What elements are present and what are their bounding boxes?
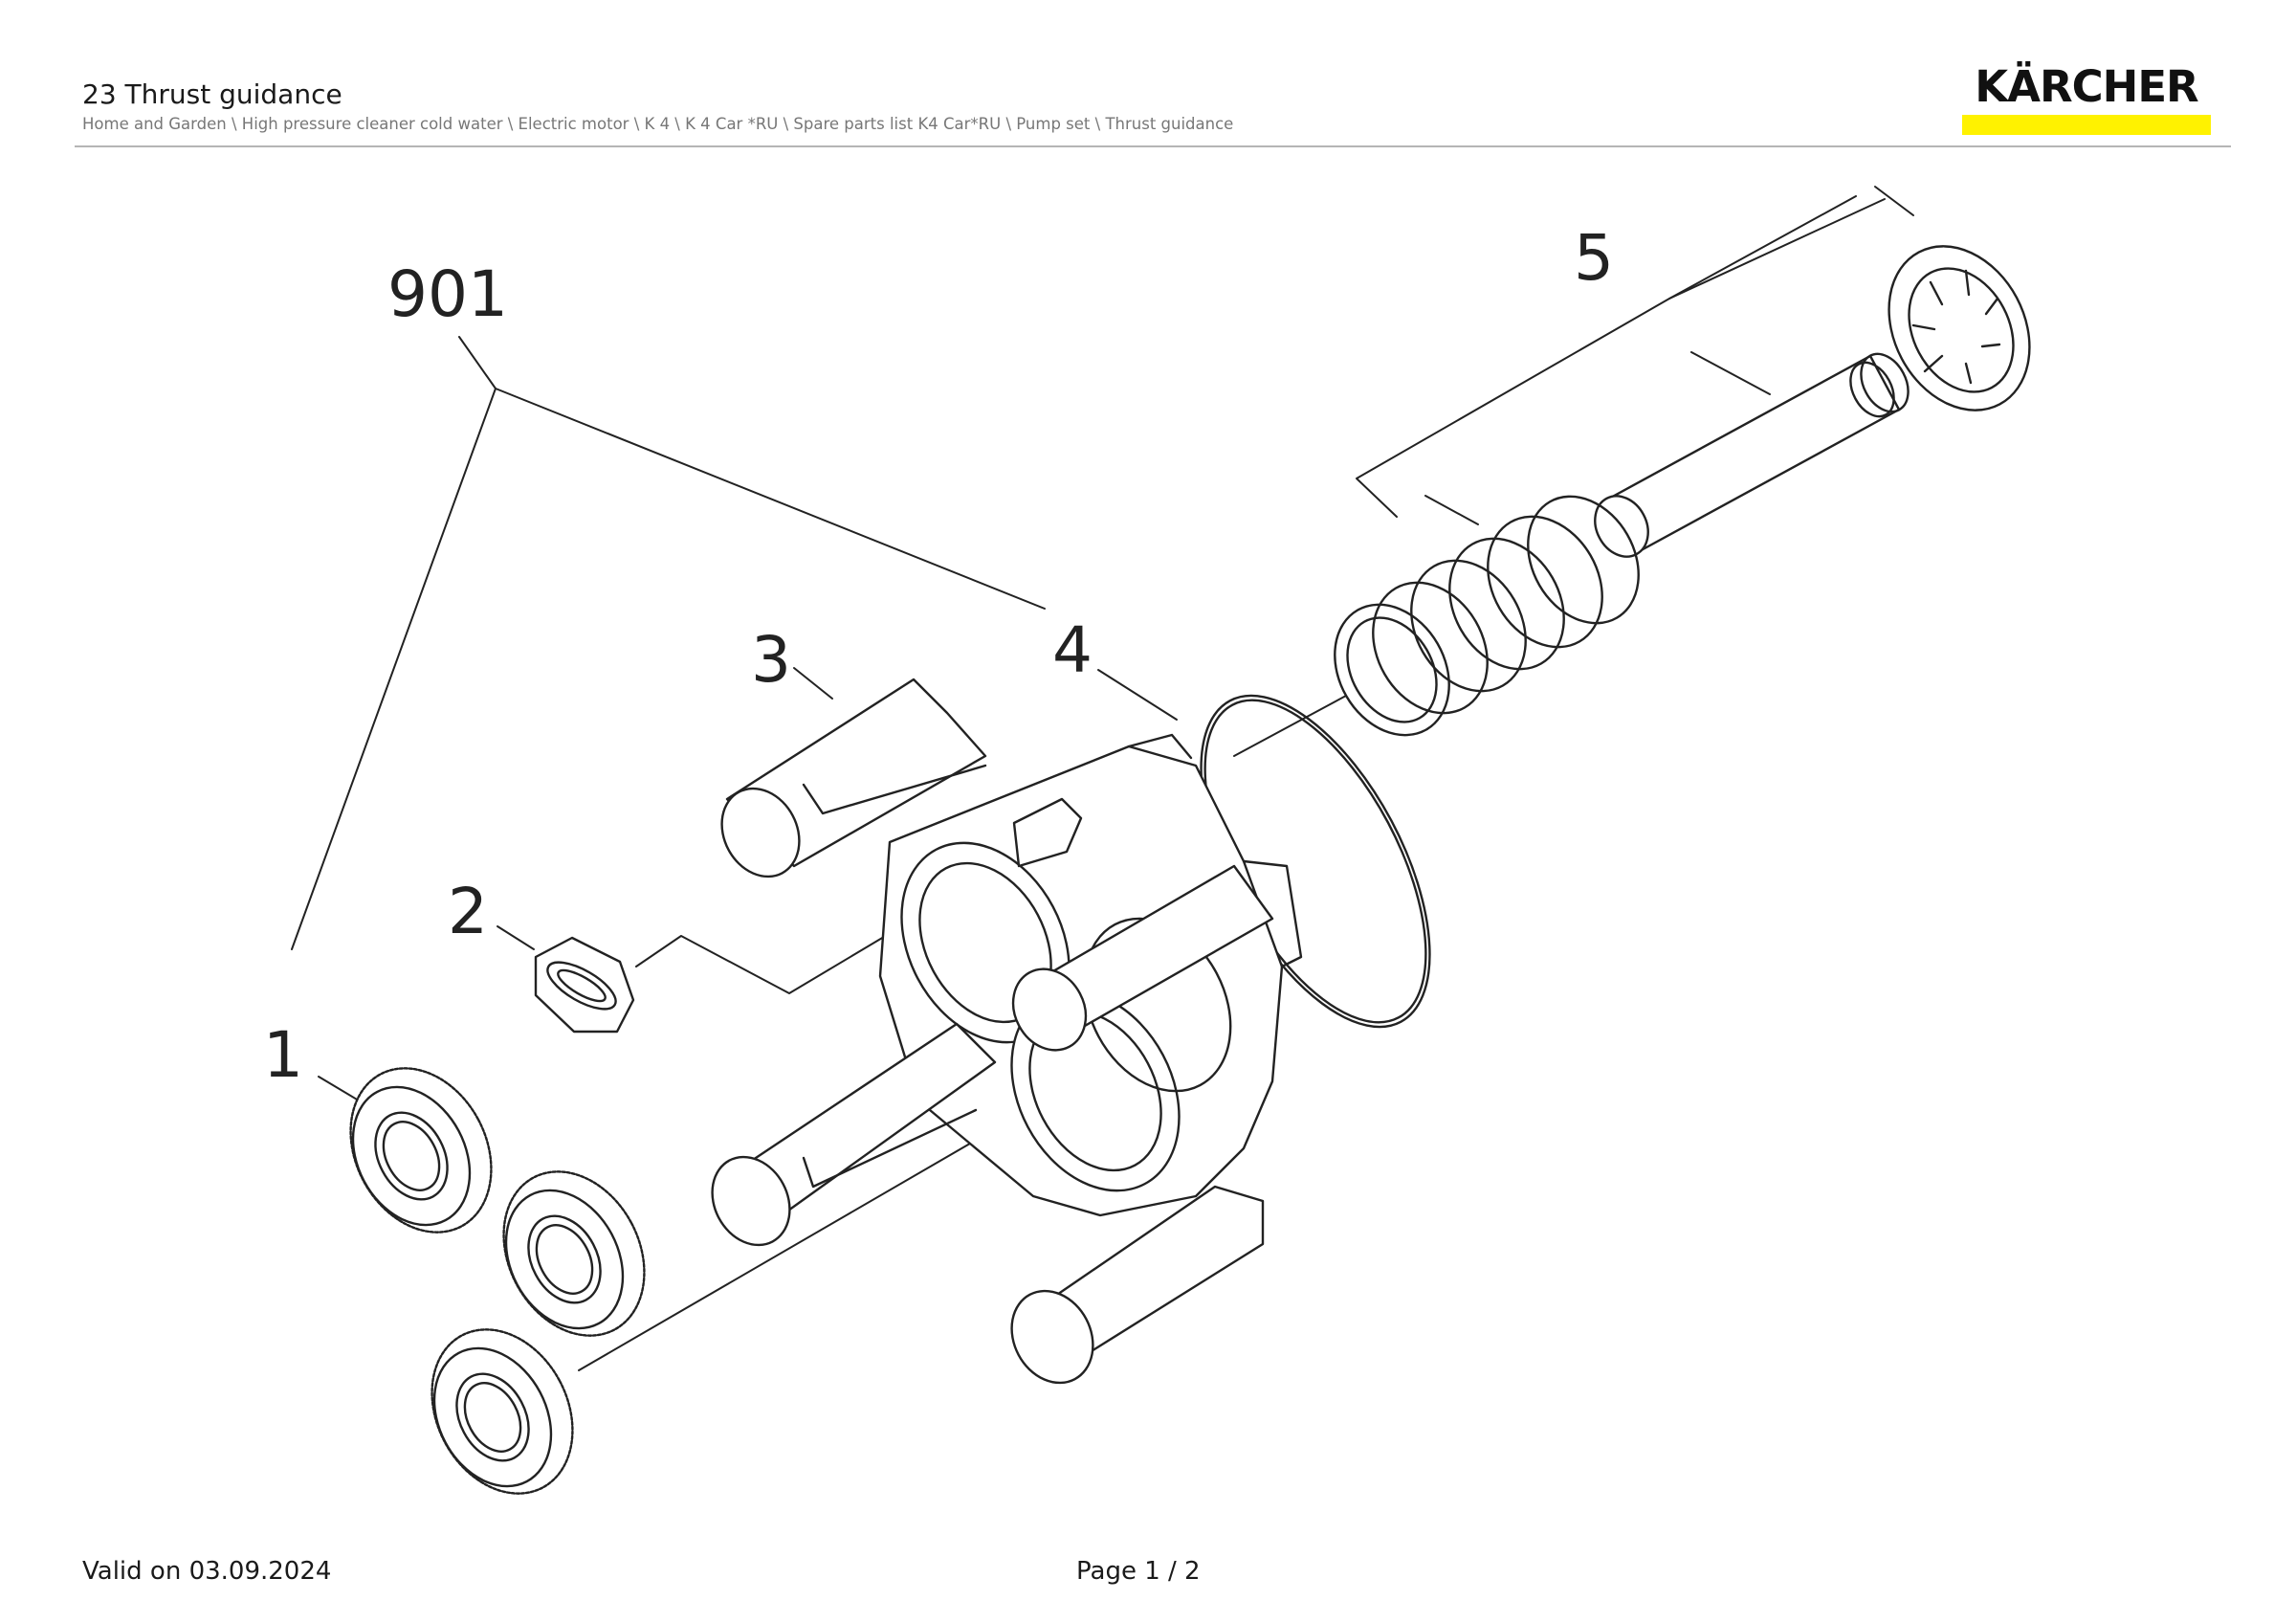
label-5: 5 bbox=[1574, 221, 1614, 295]
label-4: 4 bbox=[1052, 613, 1093, 687]
thrust-guidance-body bbox=[711, 678, 1303, 1385]
label-901: 901 bbox=[387, 257, 508, 331]
header-divider bbox=[75, 145, 2231, 147]
breadcrumb: Home and Garden \ High pressure cleaner … bbox=[82, 115, 1234, 133]
part-5-spring bbox=[1334, 495, 1640, 737]
page-title: 23 Thrust guidance bbox=[82, 78, 342, 110]
part-1-seal-rings bbox=[349, 1067, 646, 1495]
page-number: Page 1 / 2 bbox=[1076, 1557, 1201, 1586]
part-2-clip bbox=[534, 936, 635, 1034]
label-2: 2 bbox=[448, 875, 488, 948]
part-5-clip-ring bbox=[1888, 245, 2031, 411]
label-1: 1 bbox=[263, 1018, 303, 1092]
karcher-logo: KÄRCHER bbox=[1959, 61, 2214, 138]
logo-yellow-bar bbox=[1962, 115, 2211, 135]
logo-wordmark: KÄRCHER bbox=[1975, 61, 2198, 112]
valid-date: Valid on 03.09.2024 bbox=[82, 1557, 332, 1586]
label-3: 3 bbox=[751, 623, 791, 697]
leader-lines bbox=[291, 186, 1914, 1371]
part-5-pin bbox=[1594, 352, 1910, 558]
